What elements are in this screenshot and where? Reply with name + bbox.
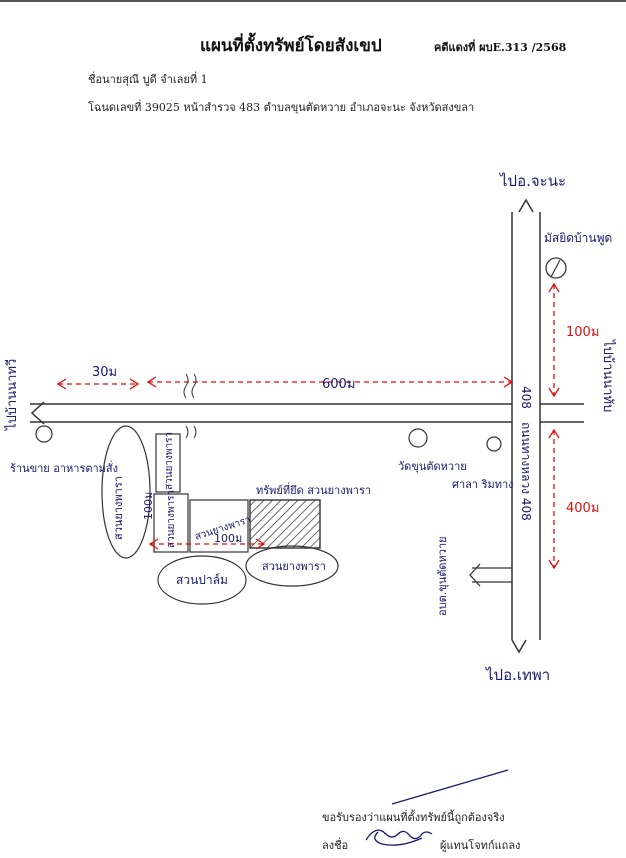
signature-label: ลงชื่อ [322, 839, 349, 852]
dist-plot-vertical-label: 100ม [142, 492, 155, 520]
certification-text: ขอรับรองว่าแผนที่ตั้งทรัพย์นี้ถูกต้องจริ… [322, 811, 505, 824]
temple-marker-icon [408, 428, 428, 448]
document-title: แผนที่ตั้งทรัพย์โดยสังเขป [200, 36, 382, 56]
side-road-arrow-icon [469, 563, 481, 587]
north-arrow-icon [518, 198, 534, 213]
parcel-small-bottom-label: สวนยางพารา [166, 490, 177, 548]
dist-south-arrow-top-icon [548, 428, 560, 439]
road-name-label: ถนนทางหลวง 408 [519, 422, 533, 521]
temple-label: วัดขุนตัดหวาย [398, 460, 467, 473]
west-arrow-icon [30, 401, 45, 425]
label-to-na-thap: ไปบ้านนาทับ [600, 339, 616, 412]
parcel-palm-outline [157, 555, 247, 605]
mosque-marker-stroke [550, 259, 561, 278]
mosque-marker-icon [545, 257, 567, 279]
case-number: คดีแดงที่ ผบE.313 /2568 [434, 41, 567, 54]
dist-west-arrow-right-icon [129, 378, 140, 390]
dist-main-arrow-right-icon [503, 376, 514, 388]
dist-west-label: 30ม [92, 365, 117, 380]
parcel-right-label: สวนยางพารา [262, 560, 326, 573]
seized-property-parcel [249, 499, 321, 549]
south-arrow-icon [511, 639, 527, 654]
seized-property-label: ทรัพย์ที่ยึด สวนยางพารา [256, 482, 371, 497]
shop-label: ร้านขาย อาหารตามสั่ง [10, 460, 118, 475]
school-label: อบต.ขุนตัดหวาย [436, 536, 449, 616]
parcel-left-label: สวนยางพารา [112, 476, 125, 540]
parcel-mid [189, 499, 249, 553]
break-mark-icon [183, 373, 197, 399]
dist-north-label: 100ม [566, 325, 599, 340]
label-to-chana: ไปอ.จะนะ [499, 172, 566, 190]
top-border [0, 0, 626, 2]
shrine-marker-icon [486, 436, 502, 452]
label-to-thepha: ไปอ.เทพา [485, 666, 550, 684]
dist-plot-label: 100ม [214, 532, 242, 545]
dist-main-arrow-left-icon [146, 376, 157, 388]
owner-line: ชื่อนายสุณี บูดี จำเลยที่ 1 [88, 73, 208, 86]
parcel-small-top [155, 433, 181, 493]
dist-plot-arrow-right-icon [255, 538, 266, 550]
shop-marker-icon [35, 425, 53, 443]
break-mark-south-icon [185, 425, 197, 439]
road-code-label: 408 [519, 386, 533, 409]
signature-role: ผู้แทนโจทก์แถลง [440, 839, 521, 852]
dist-south-arrow-bot-icon [548, 559, 560, 570]
dist-north-arrow-top-icon [548, 282, 560, 293]
signature-scribble [365, 769, 509, 846]
dist-west-arrow-left-icon [56, 378, 67, 390]
parcel-left-outline [101, 425, 151, 559]
dist-plot-arrow-left-icon [148, 538, 159, 550]
dist-north-arrow-bot-icon [548, 387, 560, 398]
shrine-label: ศาลา ริมทาง [452, 478, 514, 491]
dist-main-label: 600ม [322, 377, 355, 392]
parcel-palm-label: สวนปาล์ม [176, 573, 228, 587]
parcel-small-top-label: สวนยางพารา [164, 432, 175, 490]
label-to-ban-na-thawi: ไปบ้านนาทวี [4, 359, 20, 431]
label-mosque: มัสยิดบ้านพูด [544, 231, 612, 246]
parcel-right-outline [245, 545, 339, 587]
dist-south-label: 400ม [566, 501, 599, 516]
parcel-small-bottom [153, 493, 189, 553]
deed-line: โฉนดเลขที่ 39025 หน้าสำรวจ 483 ตำบลขุนตั… [88, 101, 475, 114]
